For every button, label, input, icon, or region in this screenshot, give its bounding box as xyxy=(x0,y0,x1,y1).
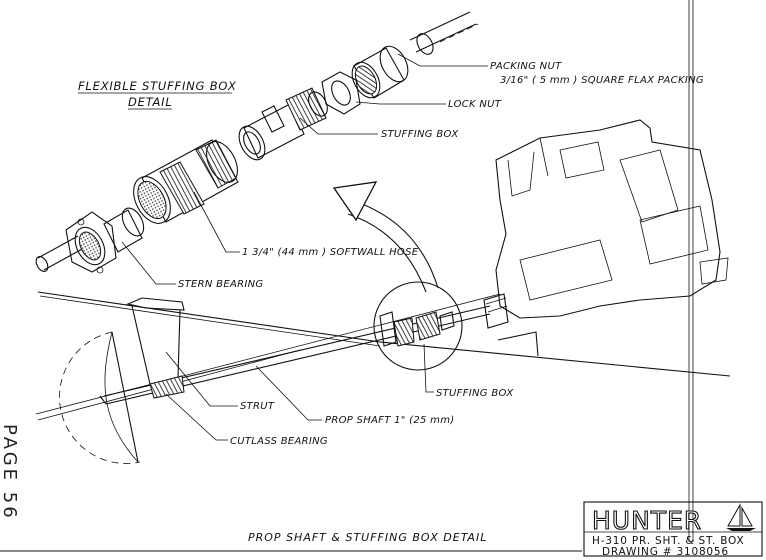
bottom-title: PROP SHAFT & STUFFING BOX DETAIL xyxy=(248,531,487,544)
leader-stuffing-box-bottom xyxy=(423,343,434,393)
label-stuffing-box-bottom: STUFFING BOX xyxy=(436,388,514,399)
label-softwall-hose: 1 3/4" (44 mm ) SOFTWALL HOSE xyxy=(242,247,419,258)
leader-softwall-hose xyxy=(193,191,240,253)
leader-prop-shaft xyxy=(255,365,322,421)
title-block-line2: DRAWING # 3108056 xyxy=(602,546,729,558)
title-block: HUNTER H-310 PR. SHT. & ST. BOX DRAWING … xyxy=(583,501,763,558)
hull-line xyxy=(37,291,381,343)
leader-stuffing-box-top xyxy=(299,117,378,135)
label-prop-shaft: PROP SHAFT 1" (25 mm) xyxy=(325,415,454,426)
label-stern-bearing: STERN BEARING xyxy=(178,279,263,290)
lock-nut-part xyxy=(321,71,361,115)
title-block-line1: H-310 PR. SHT. & ST. BOX xyxy=(592,535,744,547)
sailboat-icon xyxy=(726,503,756,531)
leader-cutlass-bearing xyxy=(165,393,228,441)
leader-lock-nut xyxy=(355,101,446,105)
label-cutlass-bearing: CUTLASS BEARING xyxy=(230,436,328,447)
leader-strut xyxy=(165,351,238,407)
page-label-wrap: PAGE 56 xyxy=(0,424,20,521)
stuffing-box-small xyxy=(379,311,455,347)
label-strut: STRUT xyxy=(240,401,275,412)
label-packing-nut: PACKING NUT xyxy=(490,61,562,72)
arrow-head-icon xyxy=(332,181,378,222)
propeller xyxy=(59,331,141,464)
stuffing-box-part xyxy=(238,87,328,161)
label-flax-packing: 3/16" ( 5 mm ) SQUARE FLAX PACKING xyxy=(500,75,704,86)
page-number-label: PAGE 56 xyxy=(0,424,20,521)
exploded-assembly xyxy=(35,11,479,274)
detail-arrow xyxy=(351,199,439,289)
packing-nut-part xyxy=(351,45,409,99)
hull-line xyxy=(379,341,731,377)
label-stuffing-box-top: STUFFING BOX xyxy=(381,129,459,140)
detail-title-line2: DETAIL xyxy=(128,95,173,109)
engine-outline xyxy=(483,119,729,329)
detail-circle xyxy=(373,281,463,371)
detail-title-line1: FLEXIBLE STUFFING BOX xyxy=(78,79,237,93)
label-lock-nut: LOCK NUT xyxy=(448,99,502,110)
softwall-hose-part xyxy=(133,139,239,224)
leader-stern-bearing xyxy=(121,241,176,285)
stern-bearing-part xyxy=(65,207,145,274)
brand-logo: HUNTER xyxy=(592,506,702,535)
leader-packing-nut xyxy=(397,53,488,67)
cutlass-bearing xyxy=(149,375,185,399)
